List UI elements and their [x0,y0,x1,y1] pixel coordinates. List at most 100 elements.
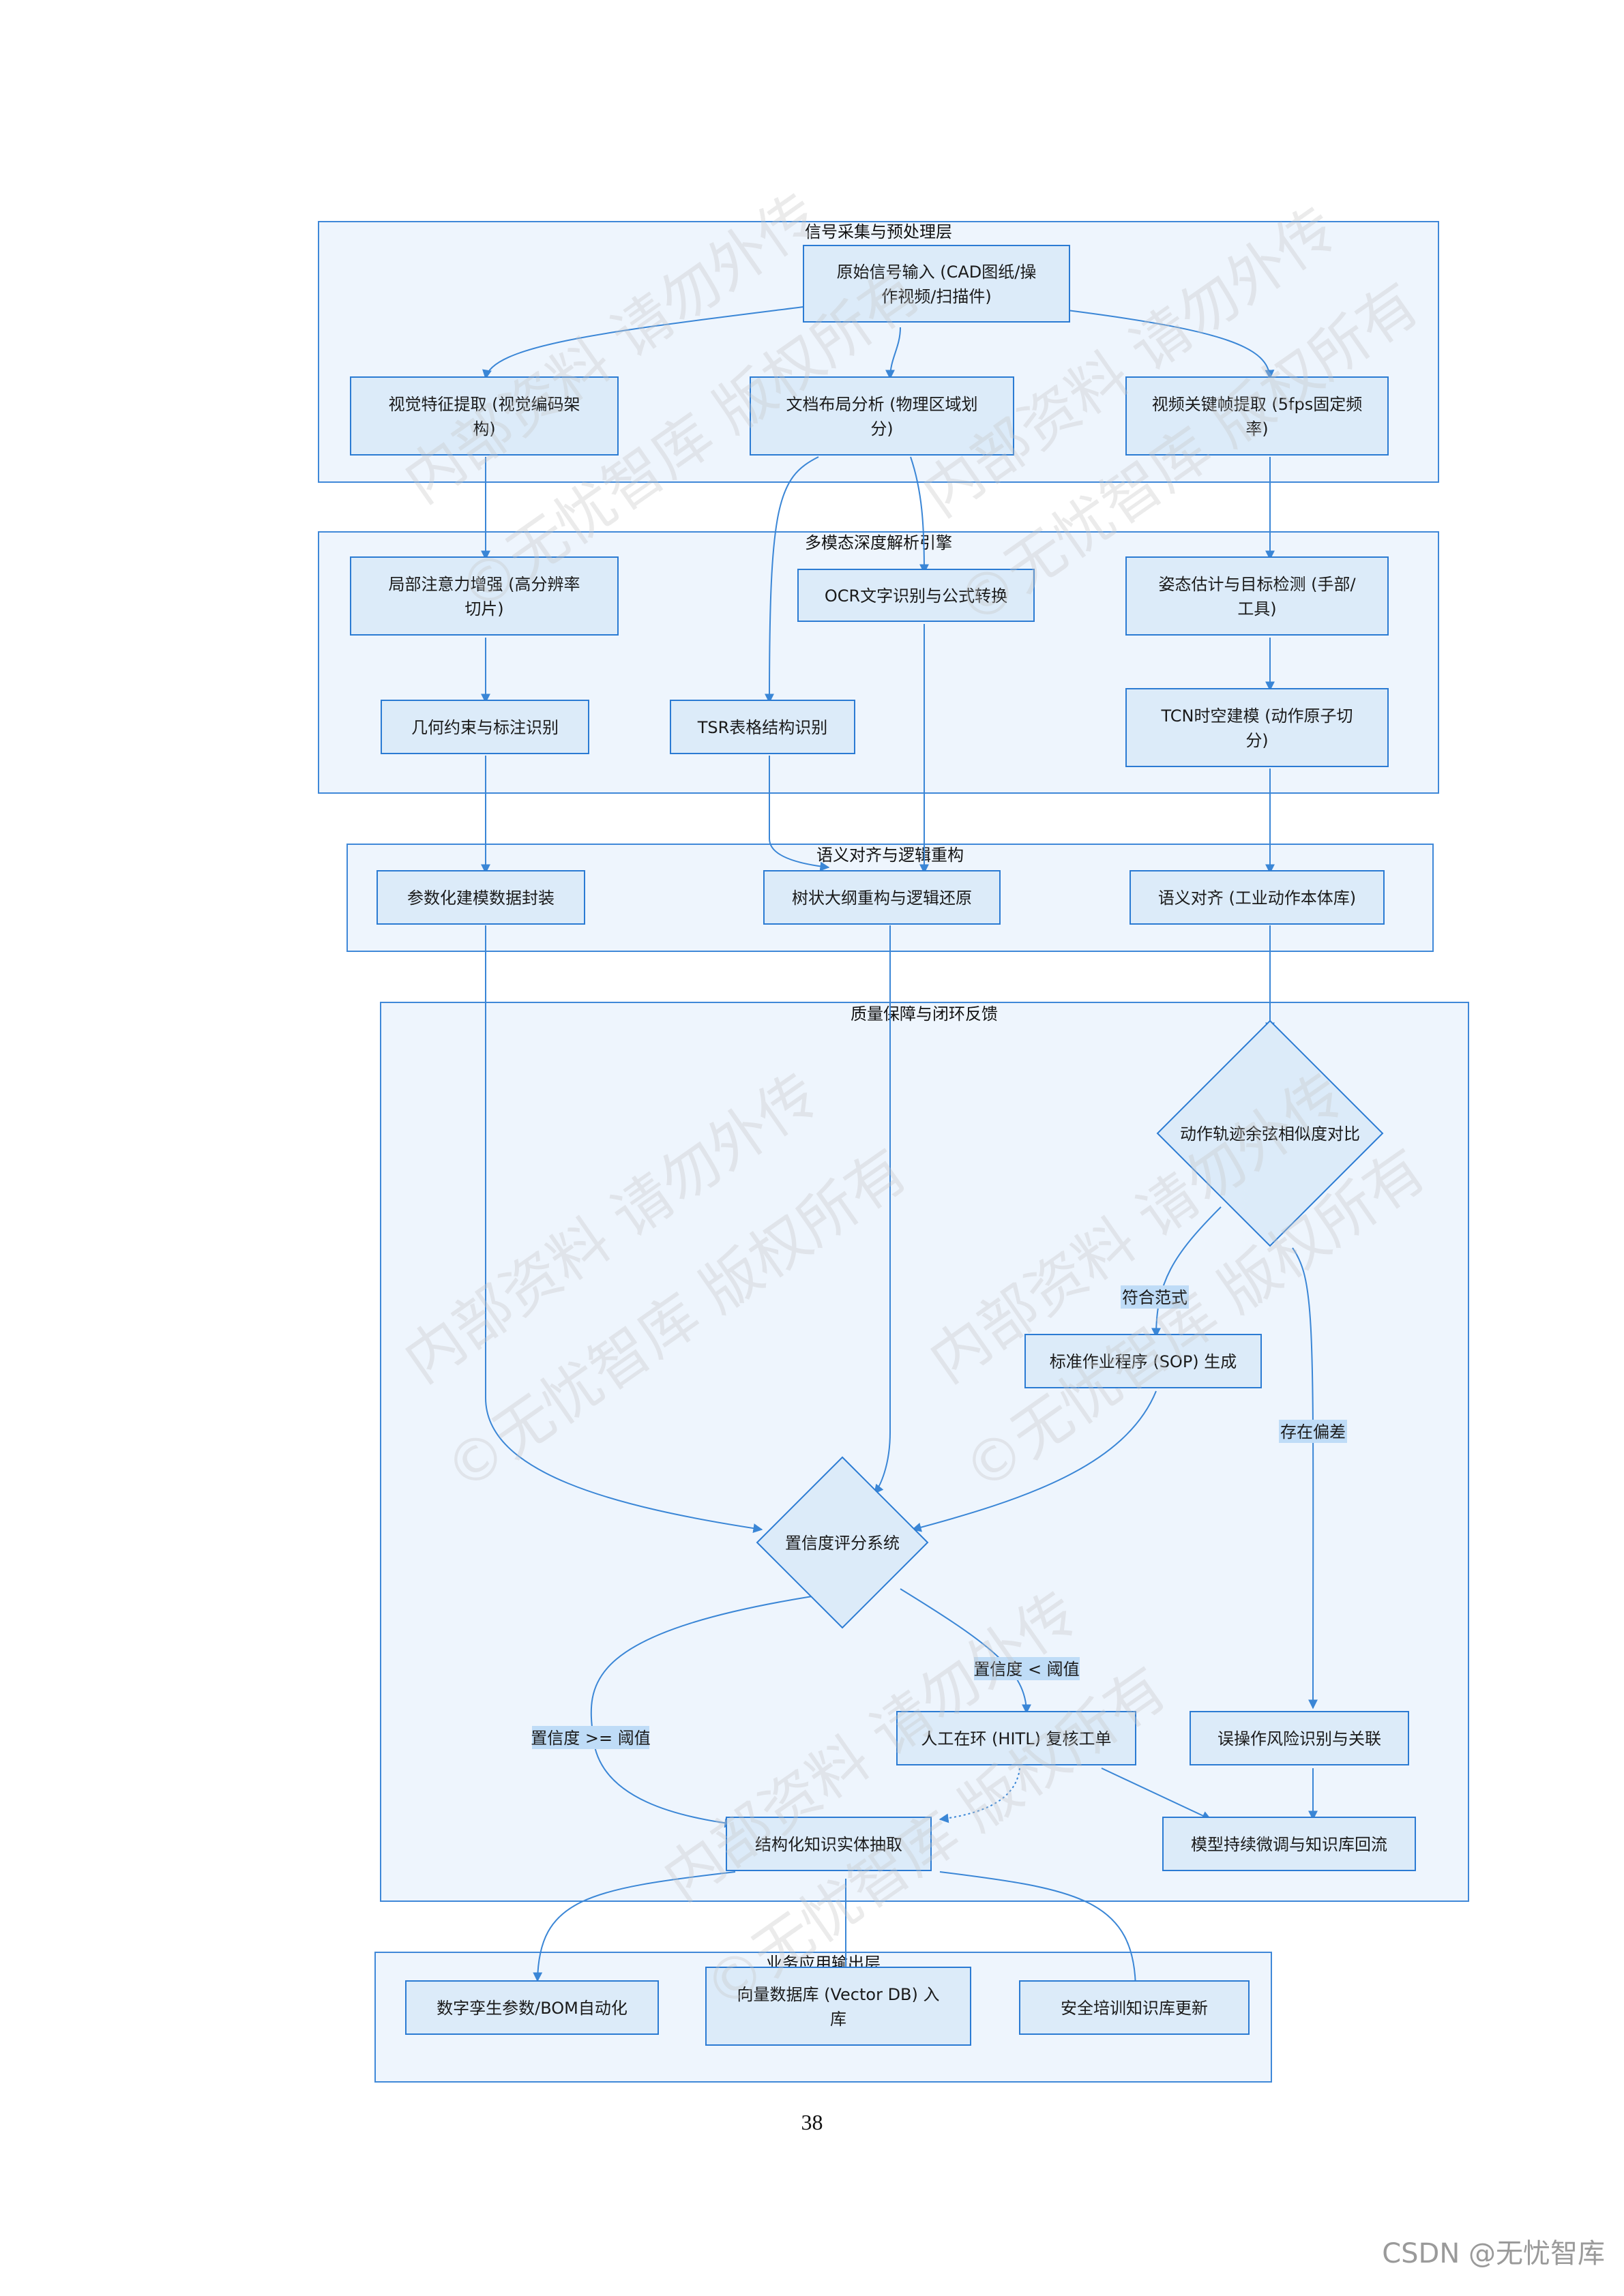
node-label: 人工在环 (HITL) 复核工单 [921,1729,1111,1748]
node-vector: 向量数据库 (Vector DB) 入库 [705,1967,971,2046]
node-extract: 结构化知识实体抽取 [726,1817,932,1871]
node-label: TSR表格结构识别 [697,718,828,737]
node-geo: 几何约束与标注识别 [381,700,589,754]
node-bom: 数字孪生参数/BOM自动化 [405,1980,659,2035]
node-param: 参数化建模数据封装 [377,870,585,925]
node-label: 局部注意力增强 (高分辨率 [389,575,580,594]
node-hitl: 人工在环 (HITL) 复核工单 [896,1711,1136,1765]
node-label: 文档布局分析 (物理区域划 [786,395,978,414]
node-label: 置信度评分系统 [785,1534,900,1553]
node-confidence: 置信度评分系统 [756,1456,929,1629]
edge-label-match: 符合范式 [1122,1288,1187,1307]
page-number: 38 [801,2110,823,2134]
edge-confidence-hitl [900,1588,1031,1714]
node-label: 姿态估计与目标检测 (手部/ [1158,575,1356,594]
edge-hitl-finetune [1101,1768,1212,1820]
node-finetune: 模型持续微调与知识库回流 [1162,1817,1416,1871]
edge-extract-bom [533,1871,736,1982]
node-cosine: 动作轨迹余弦相似度对比 [1156,1019,1384,1247]
edge-label-deviation: 存在偏差 [1280,1422,1346,1442]
edge-hitl-extract [939,1768,1020,1823]
decision-diamond [1156,1019,1384,1247]
node-risk: 误操作风险识别与关联 [1190,1711,1409,1765]
node-label: 原始信号输入 (CAD图纸/操 [837,263,1037,282]
node-label: 树状大纲重构与逻辑还原 [792,889,972,908]
node-label: 切片) [464,599,503,618]
node-label: 分) [870,419,893,438]
node-label: 安全培训知识库更新 [1061,1999,1208,2018]
node-box [896,1711,1136,1765]
node-box [763,870,1001,925]
group-title-quality: 质量保障与闭环反馈 [851,1004,998,1024]
node-label: 作视频/扫描件) [881,287,991,306]
node-box [350,376,619,456]
group-title-multimodal: 多模态深度解析引擎 [805,533,952,552]
edge-param-confidence [485,925,763,1534]
node-label: 误操作风险识别与关联 [1217,1729,1381,1748]
node-box [750,376,1014,456]
node-label: 模型持续微调与知识库回流 [1191,1835,1387,1854]
edge-labels: 符合范式 存在偏差 置信度 < 阈值 置信度 >= 阈值 [531,1285,1347,1749]
edge-sop-confidence [911,1390,1157,1532]
group-title-signal: 信号采集与预处理层 [805,222,952,241]
node-label: 分) [1245,731,1268,750]
node-label: 数字孪生参数/BOM自动化 [437,1999,628,2018]
node-label: 结构化知识实体抽取 [755,1835,902,1854]
node-box [1130,870,1385,925]
edge-doc-tsr [765,456,819,704]
node-box [797,569,1035,622]
decision-diamond [756,1456,929,1629]
node-box [1019,1980,1250,2035]
node-tsr: TSR表格结构识别 [670,700,855,754]
group-title-semantic: 语义对齐与逻辑重构 [816,846,964,865]
node-box [726,1817,932,1871]
node-label: 向量数据库 (Vector DB) 入 [737,1985,939,2004]
node-label: TCN时空建模 (动作原子切 [1161,706,1353,726]
node-box [670,700,855,754]
node-box [405,1980,659,2035]
edge-tree-confidence [874,925,891,1495]
node-box [705,1967,971,2046]
node-box [381,700,589,754]
node-box [1024,1334,1262,1388]
node-tree: 树状大纲重构与逻辑还原 [763,870,1001,925]
node-label: 标准作业程序 (SOP) 生成 [1050,1352,1237,1371]
node-box [1125,688,1389,767]
node-label: 参数化建模数据封装 [407,889,555,908]
node-label: 库 [830,2010,846,2029]
node-semantic: 语义对齐 (工业动作本体库) [1130,870,1385,925]
node-label: OCR文字识别与公式转换 [825,586,1007,606]
node-sop: 标准作业程序 (SOP) 生成 [1024,1334,1262,1388]
node-ocr: OCR文字识别与公式转换 [797,569,1035,622]
node-box [1125,376,1389,456]
node-label: 动作轨迹余弦相似度对比 [1180,1124,1360,1144]
edge-raw-doc [885,327,901,380]
edge-tsr-tree [769,756,830,871]
edge-raw-visual [482,306,804,380]
node-label: 语义对齐 (工业动作本体库) [1158,889,1356,908]
node-pose: 姿态估计与目标检测 (手部/工具) [1125,556,1389,636]
node-label: 几何约束与标注识别 [411,718,559,737]
node-box [1190,1711,1409,1765]
edge-label-low-conf: 置信度 < 阈值 [973,1660,1079,1679]
edge-extract-safety [939,1871,1140,1993]
node-box [1125,556,1389,636]
edge-label-high-conf: 置信度 >= 阈值 [531,1729,650,1748]
node-box [1162,1817,1416,1871]
edge-raw-video [1067,310,1275,380]
node-box [350,556,619,636]
node-safety: 安全培训知识库更新 [1019,1980,1250,2035]
node-box [803,245,1070,323]
edge-confidence-extract [590,1592,840,1828]
node-label: 工具) [1237,599,1276,618]
node-label: 视频关键帧提取 (5fps固定频 [1152,395,1362,414]
node-label: 构) [473,419,495,438]
